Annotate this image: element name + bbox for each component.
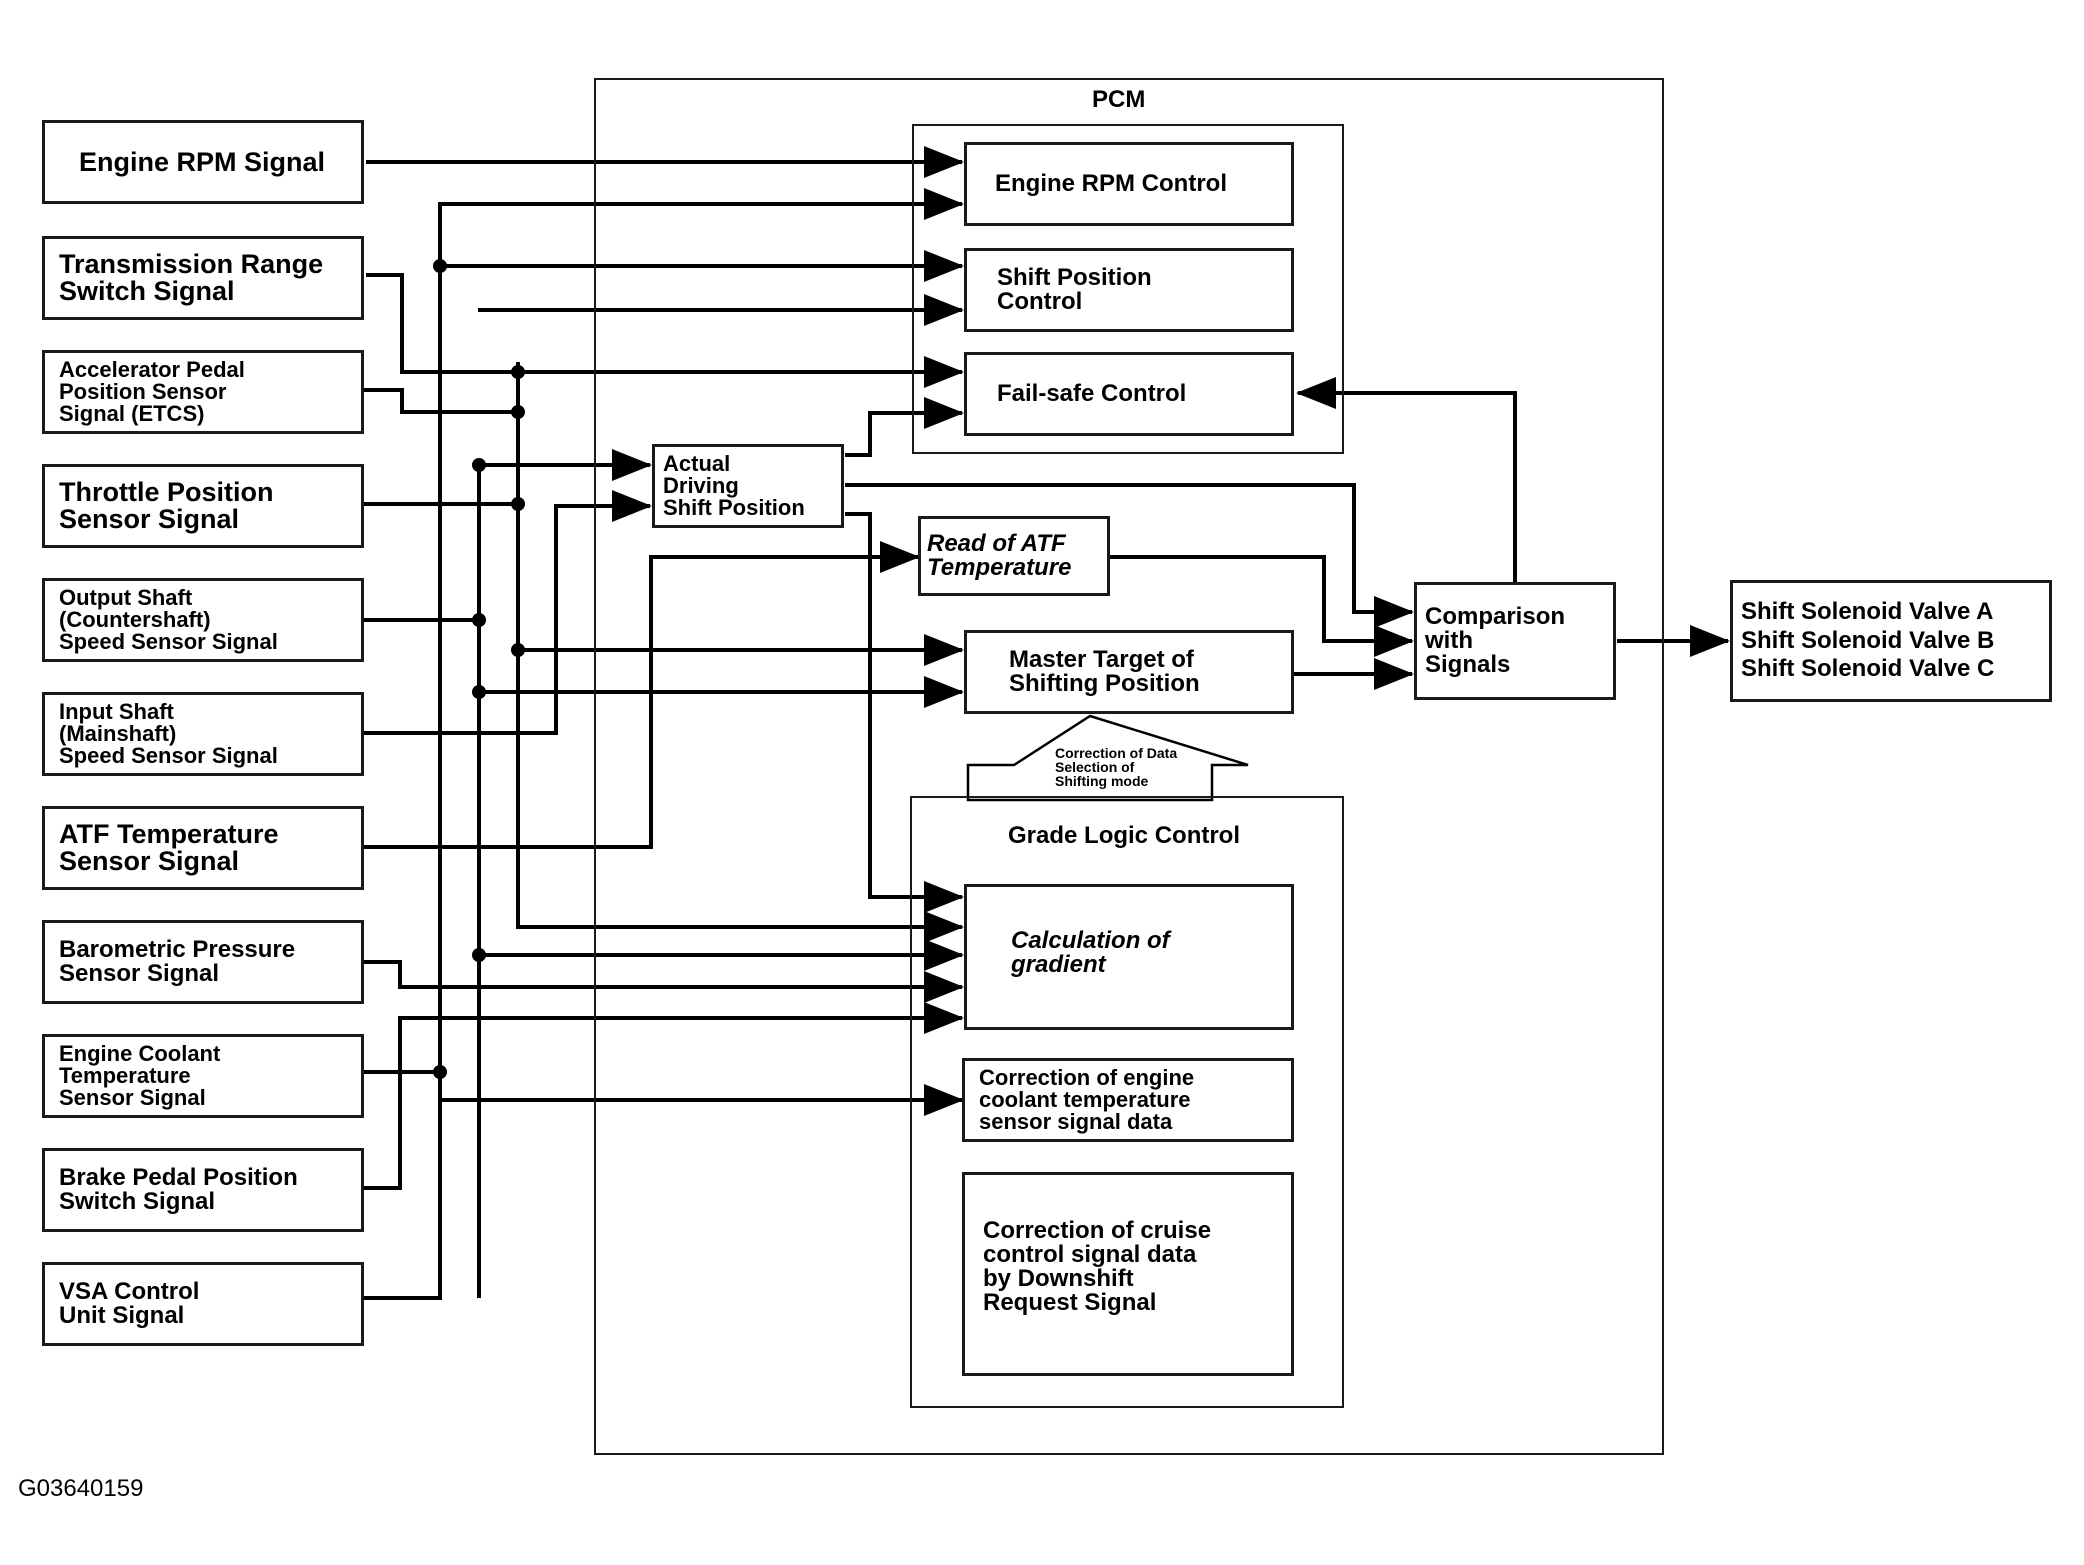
input-accelerator-pedal: Accelerator Pedal Position Sensor Signal… [42,350,364,434]
control-group-frame [912,124,1344,454]
junction-dot [433,1065,447,1079]
wire-compare-failsafe [1296,377,1517,583]
correction-engine-coolant: Correction of engine coolant temperature… [962,1058,1294,1142]
wire-accel [362,388,518,414]
grade-logic-frame [910,796,1344,1408]
shift-solenoid-valves: Shift Solenoid Valve A Shift Solenoid Va… [1730,580,2052,702]
actual-driving-shift-position: Actual Driving Shift Position [652,444,844,528]
input-label: VSA Control Unit Signal [59,1278,200,1329]
wire-input-shaft [362,490,652,735]
wire-bus-b [516,362,964,943]
figure-id: G03640159 [18,1475,144,1502]
junction-dot [511,405,525,419]
junction-dot [472,685,486,699]
wire-actual-compare [845,483,1414,628]
correction-cruise-control: Correction of cruise control signal data… [962,1172,1294,1376]
wire-actual-failsafe [845,397,964,457]
junction-dot [511,643,525,657]
input-engine-rpm: Engine RPM Signal [42,120,364,204]
junction-dot [472,948,486,962]
input-brake-pedal: Brake Pedal Position Switch Signal [42,1148,364,1232]
master-target-shifting-position: Master Target of Shifting Position [964,630,1294,714]
wire-shift-feed [478,294,964,326]
input-label: Throttle Position Sensor Signal [59,477,274,534]
wire-atf-compare [1110,555,1414,657]
input-throttle-position: Throttle Position Sensor Signal [42,464,364,548]
input-label: Engine RPM Signal [79,146,326,177]
wire-atf [362,541,920,849]
input-label: Brake Pedal Position Switch Signal [59,1164,298,1215]
input-label: Barometric Pressure Sensor Signal [59,936,296,987]
shift-position-control: Shift Position Control [964,248,1294,332]
wire-actual-calc [845,512,964,913]
input-label: ATF Temperature Sensor Signal [59,819,279,876]
wire-baro [362,960,964,1003]
input-barometric-pressure: Barometric Pressure Sensor Signal [42,920,364,1004]
junction-dot [472,458,486,472]
junction-dot [433,259,447,273]
input-vsa-control: VSA Control Unit Signal [42,1262,364,1346]
wire-trans-range [366,273,964,388]
input-label: Input Shaft (Mainshaft) Speed Sensor Sig… [59,699,278,768]
comparison-with-signals: Comparison with Signals [1414,582,1616,700]
fail-safe-control: Fail-safe Control [964,352,1294,436]
input-output-shaft: Output Shaft (Countershaft) Speed Sensor… [42,578,364,662]
junction-dot [511,365,525,379]
input-label: Output Shaft (Countershaft) Speed Sensor… [59,585,278,654]
junction-dot [511,497,525,511]
input-transmission-range: Transmission Range Switch Signal [42,236,364,320]
pcm-title: PCM [1092,86,1146,113]
input-label: Engine Coolant Temperature Sensor Signal [59,1041,221,1110]
input-engine-coolant: Engine Coolant Temperature Sensor Signal [42,1034,364,1118]
read-of-atf-temperature: Read of ATF Temperature [918,516,1110,596]
wire-bus-a [362,188,964,1300]
input-label: Transmission Range Switch Signal [59,249,324,306]
input-input-shaft: Input Shaft (Mainshaft) Speed Sensor Sig… [42,692,364,776]
wire-brake [362,1002,964,1190]
input-atf-temperature: ATF Temperature Sensor Signal [42,806,364,890]
junction-dot [472,613,486,627]
pcm-frame [594,78,1664,1455]
input-label: Accelerator Pedal Position Sensor Signal… [59,357,245,426]
grade-logic-title: Grade Logic Control [1008,822,1241,849]
correction-arrow [966,714,1249,802]
correction-arrow-label: Correction of Data Selection of Shifting… [1055,745,1178,789]
calculation-of-gradient: Calculation of gradient [964,884,1294,1030]
engine-rpm-control: Engine RPM Control [964,142,1294,226]
